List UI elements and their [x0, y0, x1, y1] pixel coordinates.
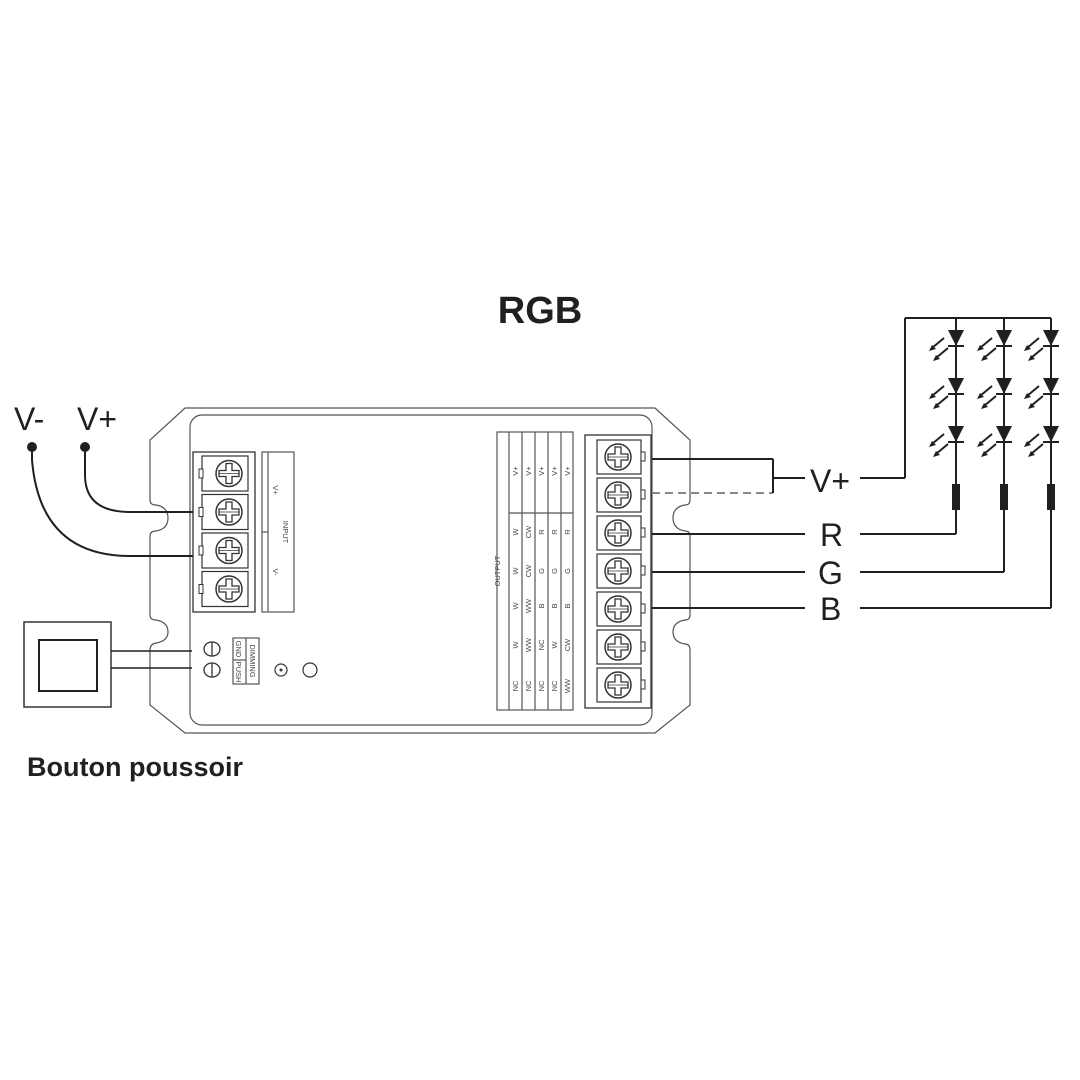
output-mode-label: R [537, 529, 546, 535]
output-mode-label: W [511, 567, 520, 575]
output-mode-label: CW [524, 564, 533, 577]
vplus-input-wire [84, 447, 193, 513]
output-mode-label: G [537, 568, 546, 574]
led-string [976, 318, 1013, 572]
output-mode-label: NC [537, 680, 546, 691]
led-icon [976, 425, 1013, 458]
output-wiring: V+ R G B [652, 317, 1051, 627]
led-icon [928, 425, 965, 458]
led-icon [928, 377, 965, 410]
output-label-table: OUTPUT V+WWWWNCV+CWCWWWWWNCV+RGBNCNCV+RG… [493, 431, 574, 711]
input-label-vminus: V- [271, 568, 280, 576]
output-mode-label: B [563, 603, 572, 608]
input-terminal [198, 493, 249, 531]
output-mode-label: W [511, 528, 520, 536]
led-icon [1023, 329, 1060, 362]
input-terminal [198, 532, 249, 569]
output-mode-label: CW [524, 525, 533, 538]
out-g-label: G [818, 555, 843, 591]
power-vminus-label: V- [14, 401, 44, 437]
output-mode-label: WW [524, 637, 533, 652]
output-terminal [596, 667, 646, 703]
indicator-hole [302, 662, 318, 678]
dimming-header: DIMMING [248, 644, 257, 677]
output-mode-label: R [563, 529, 572, 535]
output-mode-label: WW [563, 678, 572, 693]
output-mode-label: V+ [524, 466, 533, 476]
output-terminal [596, 477, 646, 513]
dimming-terminals: DIMMING GND PUSH [203, 637, 318, 685]
led-string [928, 318, 965, 534]
power-vplus-label: V+ [77, 401, 117, 437]
resistor-icon [952, 484, 960, 510]
dimming-label-gnd: GND [234, 641, 243, 658]
out-b-label: B [820, 591, 841, 627]
output-mode-label: G [550, 568, 559, 574]
output-mode-label: WW [524, 598, 533, 613]
power-input: V- V+ [14, 401, 193, 557]
led-icon [976, 329, 1013, 362]
output-mode-label: NC [537, 639, 546, 650]
output-mode-label: V+ [563, 466, 572, 476]
output-mode-label: NC [511, 680, 520, 691]
input-terminal [198, 455, 249, 492]
output-mode-label: V+ [537, 466, 546, 476]
output-terminal [596, 515, 646, 551]
output-mode-label: V+ [550, 466, 559, 476]
output-mode-label: NC [550, 680, 559, 691]
led-icon [928, 329, 965, 362]
led-string [1023, 318, 1060, 608]
out-r-label: R [820, 517, 843, 553]
controller-housing [149, 407, 691, 734]
output-terminal [596, 629, 646, 665]
push-button-caption: Bouton poussoir [27, 752, 243, 782]
input-header: INPUT [281, 521, 290, 544]
output-terminal [596, 439, 646, 475]
dimming-label-push: PUSH [234, 662, 243, 683]
led-icon [1023, 425, 1060, 458]
out-vplus-label: V+ [810, 463, 850, 499]
output-mode-label: W [550, 641, 559, 649]
led-icon [1023, 377, 1060, 410]
output-mode-label: B [550, 603, 559, 608]
led-array [928, 318, 1060, 608]
resistor-icon [1000, 484, 1008, 510]
output-mode-label: CW [563, 638, 572, 651]
output-terminal-block [584, 434, 652, 709]
input-label-vplus: V+ [271, 485, 280, 495]
led-icon [976, 377, 1013, 410]
vminus-input-wire [31, 447, 193, 557]
output-mode-label: R [550, 529, 559, 535]
input-terminal [198, 570, 249, 608]
output-terminal [596, 591, 646, 627]
input-label-table: INPUT V+ V- [261, 451, 295, 613]
output-mode-label: NC [524, 680, 533, 691]
push-button [23, 621, 192, 708]
output-mode-label: B [537, 603, 546, 608]
output-mode-label: W [511, 602, 520, 610]
output-terminal [596, 553, 646, 589]
input-terminal-block [192, 451, 256, 613]
resistor-icon [1047, 484, 1055, 510]
output-mode-label: V+ [511, 466, 520, 476]
output-header: OUTPUT [493, 555, 502, 586]
output-mode-label: G [563, 568, 572, 574]
output-mode-label: W [511, 641, 520, 649]
diagram-title: RGB [497, 290, 583, 332]
